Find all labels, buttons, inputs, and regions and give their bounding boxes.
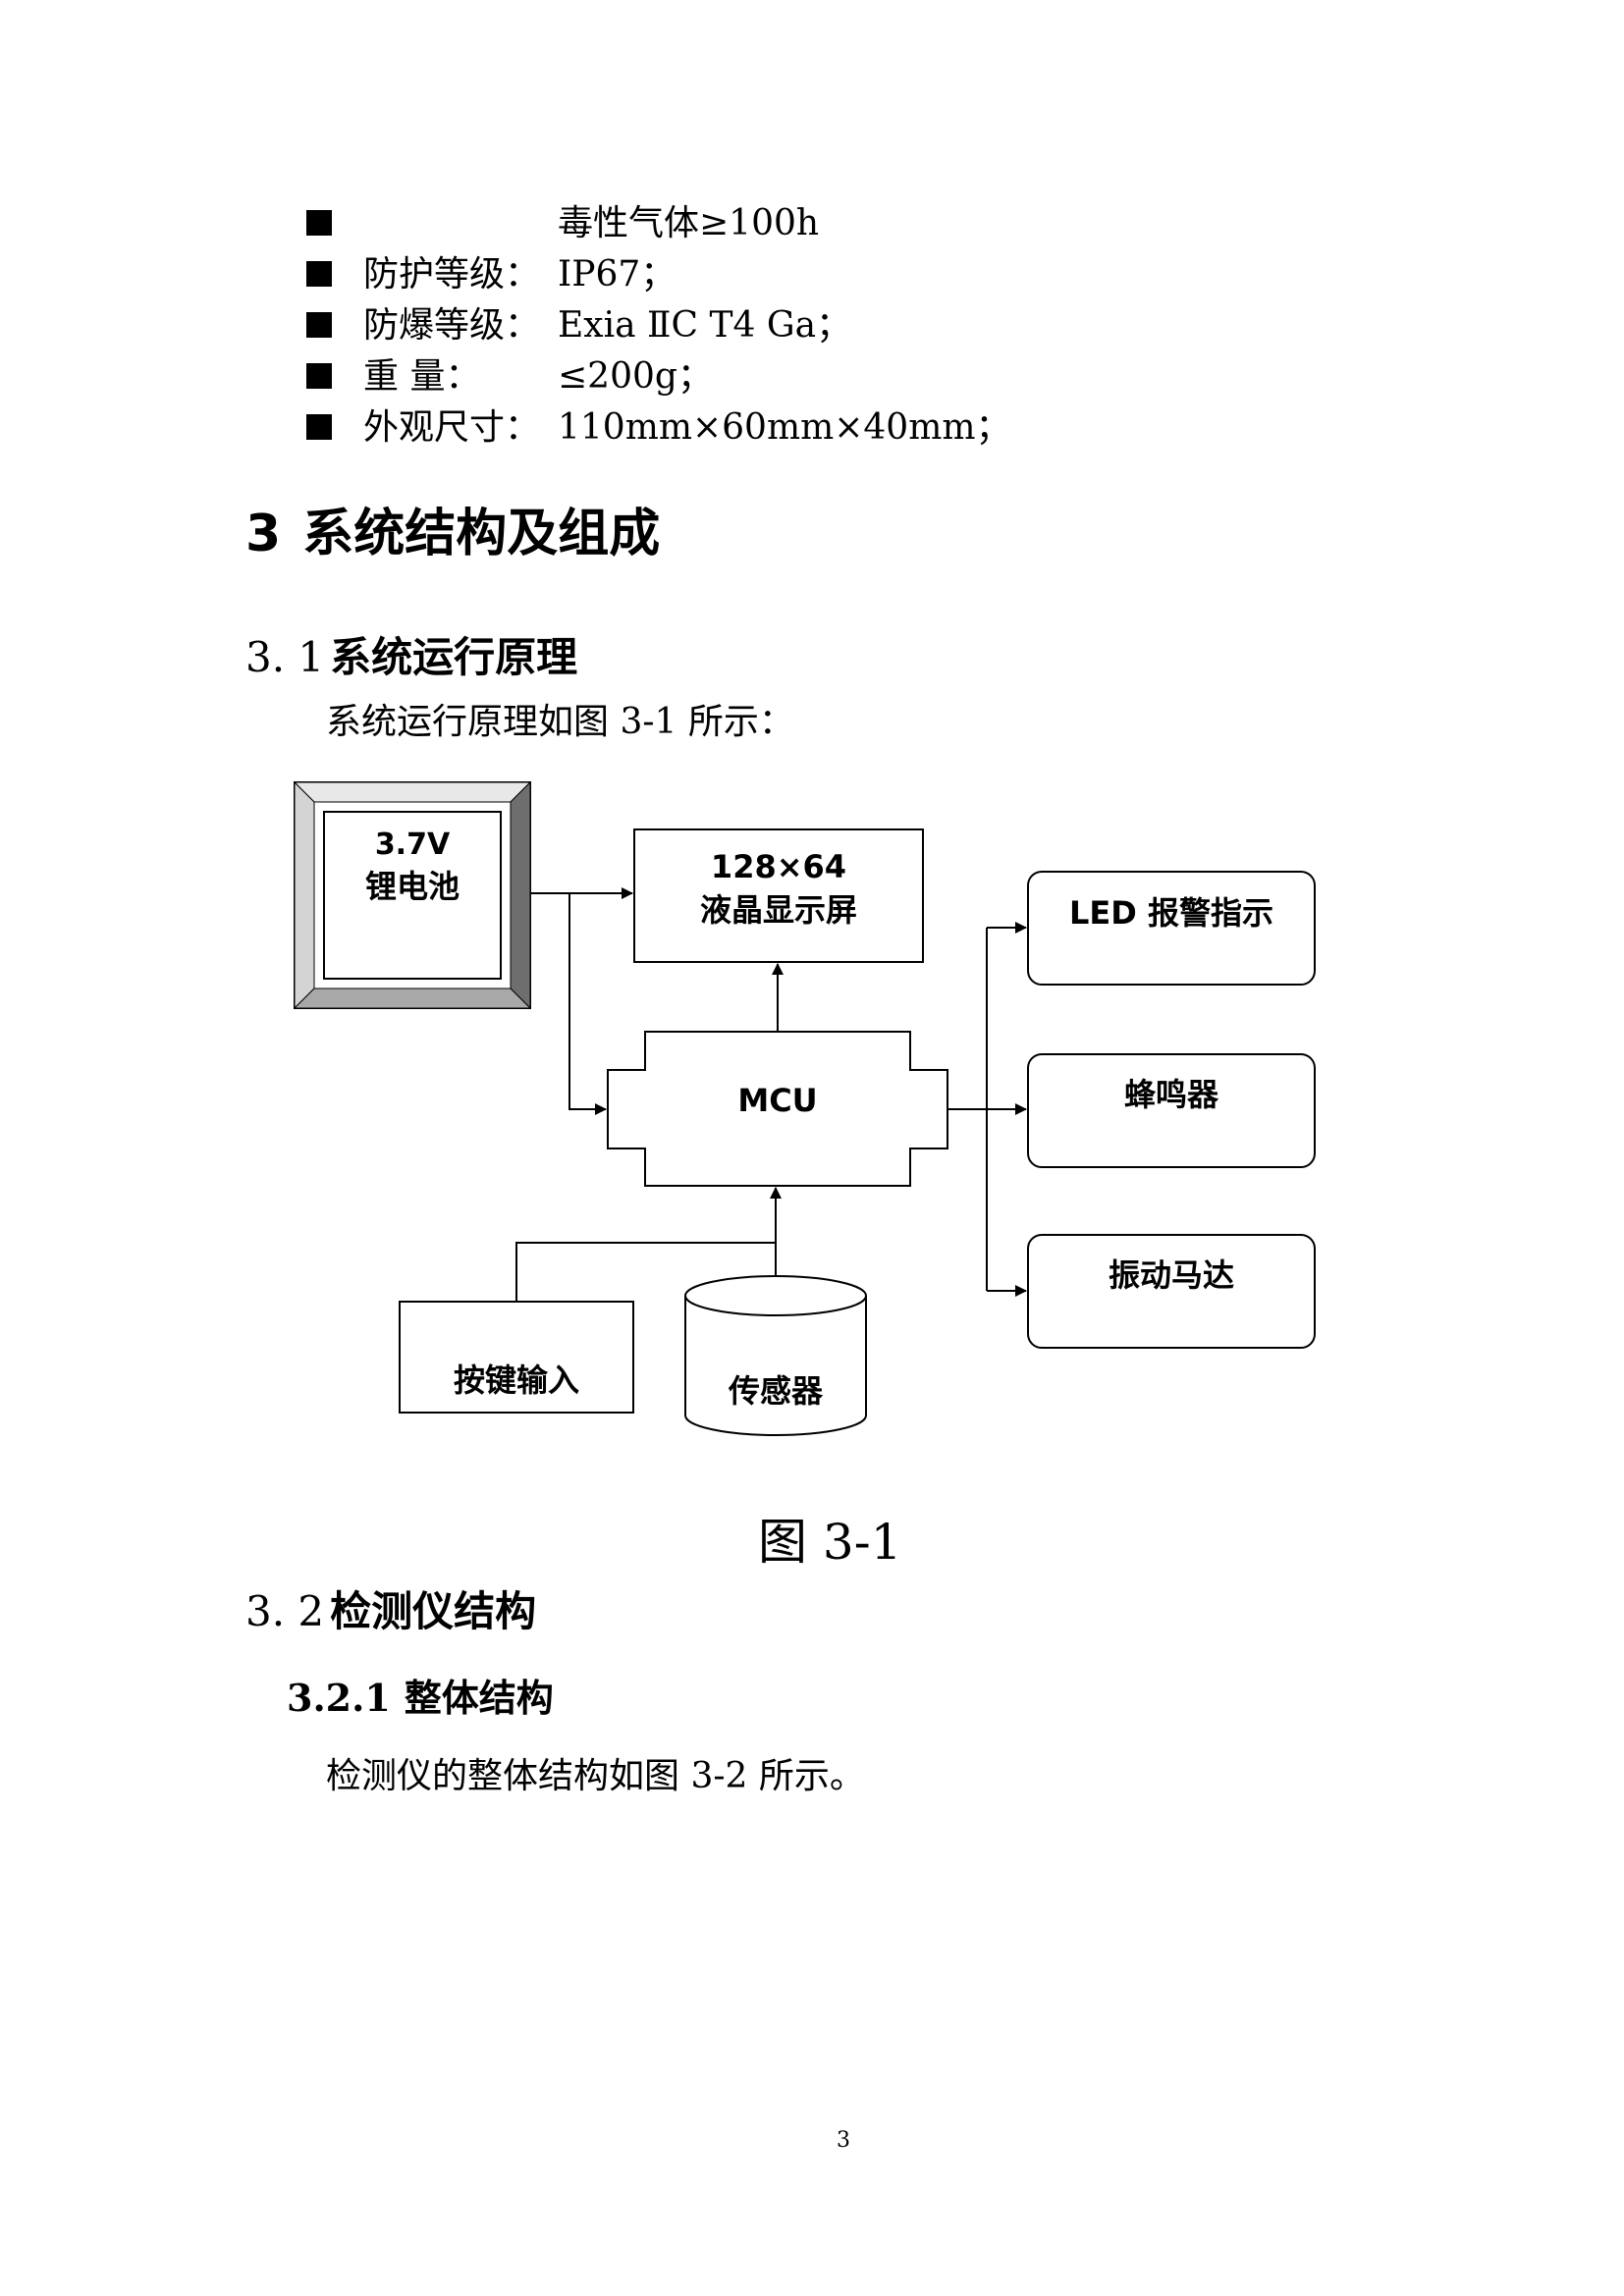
battery-voltage-label: 3.7V xyxy=(375,828,451,862)
bullet-square-icon xyxy=(306,210,332,236)
spec-value: ≤200g； xyxy=(558,356,713,397)
section-number: 3.2.1 xyxy=(287,1676,391,1720)
section-3-1-intro: 系统运行原理如图 3-1 所示： xyxy=(326,702,794,742)
sensor-block: 传感器 xyxy=(684,1275,867,1436)
lcd-block: 128×64 液晶显示屏 xyxy=(633,828,924,963)
vibration-motor-block: 振动马达 xyxy=(1027,1234,1316,1349)
page-number: 3 xyxy=(837,2128,850,2153)
spec-label: 防爆等级： xyxy=(363,305,541,346)
section-3-2-1-intro: 检测仪的整体结构如图 3-2 所示。 xyxy=(326,1756,865,1796)
mcu-label: MCU xyxy=(737,1082,817,1119)
spec-value: IP67； xyxy=(558,254,677,294)
led-alarm-label: LED 报警指示 xyxy=(1069,894,1273,932)
sensor-label: 传感器 xyxy=(728,1372,824,1410)
spec-label: 外观尺寸： xyxy=(363,407,541,448)
key-input-label: 按键输入 xyxy=(454,1362,579,1399)
spec-label: 防护等级： xyxy=(363,254,541,294)
section-3-2-1-heading: 3.2.1 整体结构 xyxy=(287,1671,554,1726)
lcd-name-label: 液晶显示屏 xyxy=(700,891,857,929)
keys-to-mcu-line xyxy=(515,1242,776,1302)
section-3-heading: 3 系统结构及组成 xyxy=(245,499,660,569)
vibration-motor-label: 振动马达 xyxy=(1109,1256,1234,1294)
section-title: 系统结构及组成 xyxy=(302,505,661,563)
key-input-block: 按键输入 xyxy=(399,1301,634,1414)
spec-value: 毒性气体≥100h xyxy=(558,203,820,243)
section-number: 3 xyxy=(245,505,282,563)
figure-caption: 图 3-1 xyxy=(758,1514,902,1571)
section-title: 整体结构 xyxy=(404,1676,554,1720)
buzzer-block: 蜂鸣器 xyxy=(1027,1053,1316,1168)
spec-label: 重 量： xyxy=(363,356,481,397)
spec-value: Exia ⅡC T4 Ga； xyxy=(558,305,852,346)
buzzer-label: 蜂鸣器 xyxy=(1124,1076,1219,1113)
section-title: 检测仪结构 xyxy=(330,1587,537,1635)
battery-to-mcu-arrow xyxy=(568,893,607,1115)
section-number: 3. 1 xyxy=(245,633,325,681)
section-number: 3. 2 xyxy=(245,1587,325,1635)
bullet-square-icon xyxy=(306,261,332,287)
bullet-square-icon xyxy=(306,414,332,440)
lcd-resolution-label: 128×64 xyxy=(711,848,846,885)
diagram-connectors xyxy=(515,887,1027,1302)
mcu-block: MCU xyxy=(607,1031,948,1187)
bullet-square-icon xyxy=(306,363,332,389)
battery-type-label: 锂电池 xyxy=(365,868,460,905)
bullet-square-icon xyxy=(306,312,332,338)
battery-block: 3.7V 锂电池 xyxy=(293,780,532,1010)
led-alarm-block: LED 报警指示 xyxy=(1027,871,1316,986)
spec-value: 110mm×60mm×40mm； xyxy=(558,407,1011,448)
section-title: 系统运行原理 xyxy=(330,633,578,681)
